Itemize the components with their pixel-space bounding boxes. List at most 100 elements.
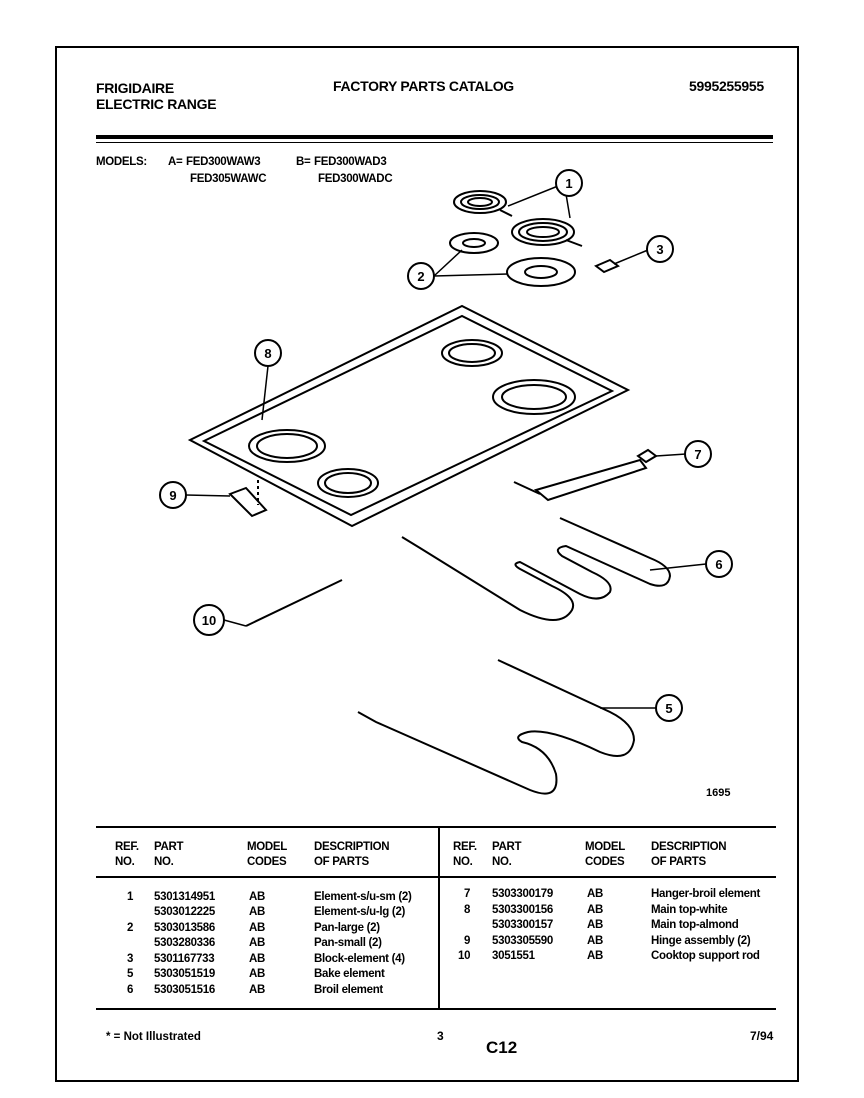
row-desc: Block-element (4)	[314, 953, 405, 965]
callout-7: 7	[694, 447, 701, 462]
header-rule	[96, 135, 773, 139]
hdr-ref-no: NO.	[115, 856, 135, 868]
row-part: 5303051519	[154, 968, 215, 980]
callout-8: 8	[264, 346, 271, 361]
callout-2: 2	[417, 269, 424, 284]
section-code: C12	[486, 1038, 518, 1057]
hdr-part-text-right: PART	[492, 841, 522, 853]
row-part: 5303305590	[492, 935, 553, 947]
hdr-ref-text: REF.	[115, 841, 139, 853]
page-border	[55, 46, 799, 1082]
row-desc: Bake element	[314, 968, 385, 980]
row-desc: Element-s/u-sm (2)	[314, 891, 412, 903]
drip-pan-small	[449, 232, 499, 254]
callout-3: 3	[656, 242, 663, 257]
hdr-ref: REF. NO.	[115, 840, 139, 870]
hdr-model-text-right: MODEL	[585, 841, 626, 853]
row-ref: 10	[458, 950, 471, 962]
row-desc: Broil element	[314, 984, 383, 996]
row-ref: 2	[127, 922, 134, 934]
hdr-of-parts-right: OF PARTS	[651, 856, 706, 868]
hdr-desc: DESCRIPTION OF PARTS	[314, 840, 390, 870]
row-desc: Element-s/u-lg (2)	[314, 906, 406, 918]
row-ref: 7	[464, 888, 471, 900]
drip-pan-large	[506, 257, 576, 287]
hdr-model-right: MODEL CODES	[585, 840, 625, 870]
cooktop-support-rod	[245, 579, 343, 627]
hdr-part-no-right: NO.	[492, 856, 512, 868]
row-desc: Cooktop support rod	[651, 950, 760, 962]
footnote: * = Not Illustrated	[106, 1031, 201, 1043]
row-codes: AB	[249, 953, 266, 965]
hdr-ref-right: REF. NO.	[453, 840, 477, 870]
row-codes: AB	[249, 891, 266, 903]
block-element	[594, 258, 620, 274]
table-divider	[438, 826, 440, 1010]
hdr-model: MODEL CODES	[247, 840, 287, 870]
callout-1: 1	[565, 176, 572, 191]
row-ref: 8	[464, 904, 471, 916]
models-label: MODELS:	[96, 156, 147, 168]
row-codes: AB	[249, 906, 266, 918]
broil-element-hanger	[513, 448, 658, 502]
row-part: 5303300157	[492, 919, 553, 931]
model-a1: FED300WAW3	[186, 156, 261, 168]
bake-element	[357, 659, 636, 795]
callout-10: 10	[202, 613, 216, 628]
callout-6: 6	[715, 557, 722, 572]
model-b2: FED300WADC	[318, 173, 393, 185]
row-part: 5303300179	[492, 888, 553, 900]
hdr-desc-text-right: DESCRIPTION	[651, 841, 727, 853]
catalog-number: 5995255955	[689, 78, 764, 94]
row-codes: AB	[249, 937, 266, 949]
model-b1: FED300WAD3	[314, 156, 387, 168]
row-part: 5303013586	[154, 922, 215, 934]
page-number: 3	[437, 1029, 444, 1043]
hdr-codes: CODES	[247, 856, 287, 868]
row-desc: Hinge assembly (2)	[651, 935, 751, 947]
catalog-title: FACTORY PARTS CATALOG	[333, 78, 514, 94]
table-bottom-rule	[96, 1008, 776, 1010]
hdr-part-no: NO.	[154, 856, 174, 868]
hdr-ref-text-right: REF.	[453, 841, 477, 853]
hdr-of-parts: OF PARTS	[314, 856, 369, 868]
row-desc: Hanger-broil element	[651, 888, 761, 900]
row-part: 5301314951	[154, 891, 215, 903]
row-desc: Pan-small (2)	[314, 937, 382, 949]
row-codes: AB	[587, 904, 604, 916]
row-codes: AB	[587, 950, 604, 962]
model-b-prefix: B=	[296, 156, 311, 168]
row-codes: AB	[587, 888, 604, 900]
row-ref: 1	[127, 891, 134, 903]
row-codes: AB	[249, 922, 266, 934]
hinge-assembly	[228, 480, 268, 518]
row-desc: Pan-large (2)	[314, 922, 380, 934]
hdr-part-right: PART NO.	[492, 840, 522, 870]
surface-element-small	[453, 190, 513, 217]
hdr-desc-right: DESCRIPTION OF PARTS	[651, 840, 727, 870]
main-top	[187, 304, 631, 528]
row-ref: 3	[127, 953, 134, 965]
row-codes: AB	[587, 935, 604, 947]
surface-element-large	[511, 218, 583, 247]
brand-name: FRIGIDAIRE	[96, 80, 174, 96]
catalog-date: 7/94	[750, 1029, 774, 1043]
product-name: ELECTRIC RANGE	[96, 96, 217, 112]
model-a-prefix: A=	[168, 156, 183, 168]
hdr-model-text: MODEL	[247, 841, 288, 853]
row-part: 5303051516	[154, 984, 215, 996]
row-part: 5301167733	[154, 953, 215, 965]
row-part: 5303280336	[154, 937, 215, 949]
broil-element	[401, 517, 672, 621]
hdr-desc-text: DESCRIPTION	[314, 841, 390, 853]
hdr-ref-no-right: NO.	[453, 856, 473, 868]
header-rule-thin	[96, 142, 773, 143]
figure-number: 1695	[706, 787, 730, 799]
row-codes: AB	[587, 919, 604, 931]
callout-9: 9	[169, 488, 176, 503]
table-top-rule	[96, 826, 776, 828]
hdr-codes-right: CODES	[585, 856, 625, 868]
row-desc: Main top-almond	[651, 919, 739, 931]
